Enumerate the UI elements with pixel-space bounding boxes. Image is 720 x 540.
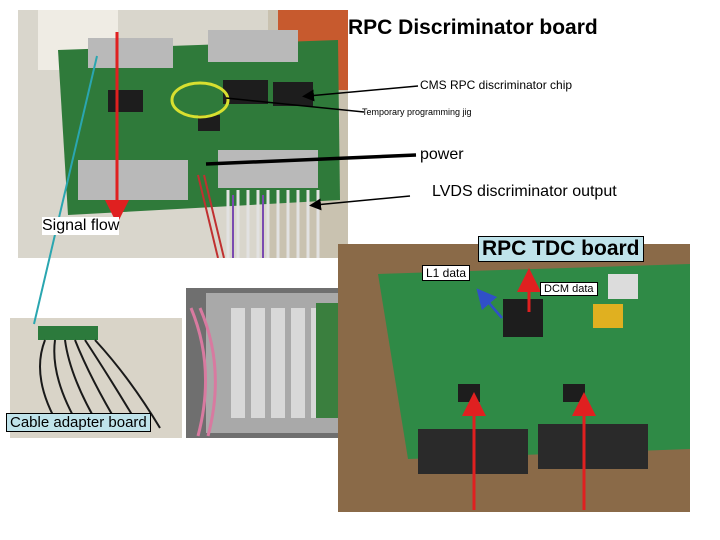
cable-adapter-pointer: [33, 55, 98, 325]
signal-flow-label: Signal flow: [42, 217, 120, 235]
tdc-board-title: RPC TDC board: [478, 236, 644, 262]
tdc-board-image: [338, 244, 690, 512]
jig-pointer: [225, 97, 365, 113]
lvds-output-label: LVDS discriminator output: [432, 183, 617, 200]
power-pointer: [205, 153, 417, 166]
discriminator-board-image: [18, 10, 348, 258]
cms-chip-label: CMS RPC discriminator chip: [420, 78, 573, 92]
discriminator-board-title: RPC Discriminator board: [348, 16, 598, 40]
lvds-pointer: [309, 195, 411, 211]
chip-pointer: [302, 85, 419, 102]
dcm-data-label: DCM data: [540, 282, 598, 296]
l1-data-arrow: [476, 288, 503, 319]
programming-jig-label: Temporary programming jig: [362, 107, 472, 117]
tdc-board-photo: [338, 244, 690, 512]
power-label: power: [420, 146, 464, 163]
discriminator-board-photo: [18, 10, 348, 258]
l1-data-label: L1 data: [422, 265, 471, 281]
cable-adapter-label: Cable adapter board: [6, 413, 151, 432]
